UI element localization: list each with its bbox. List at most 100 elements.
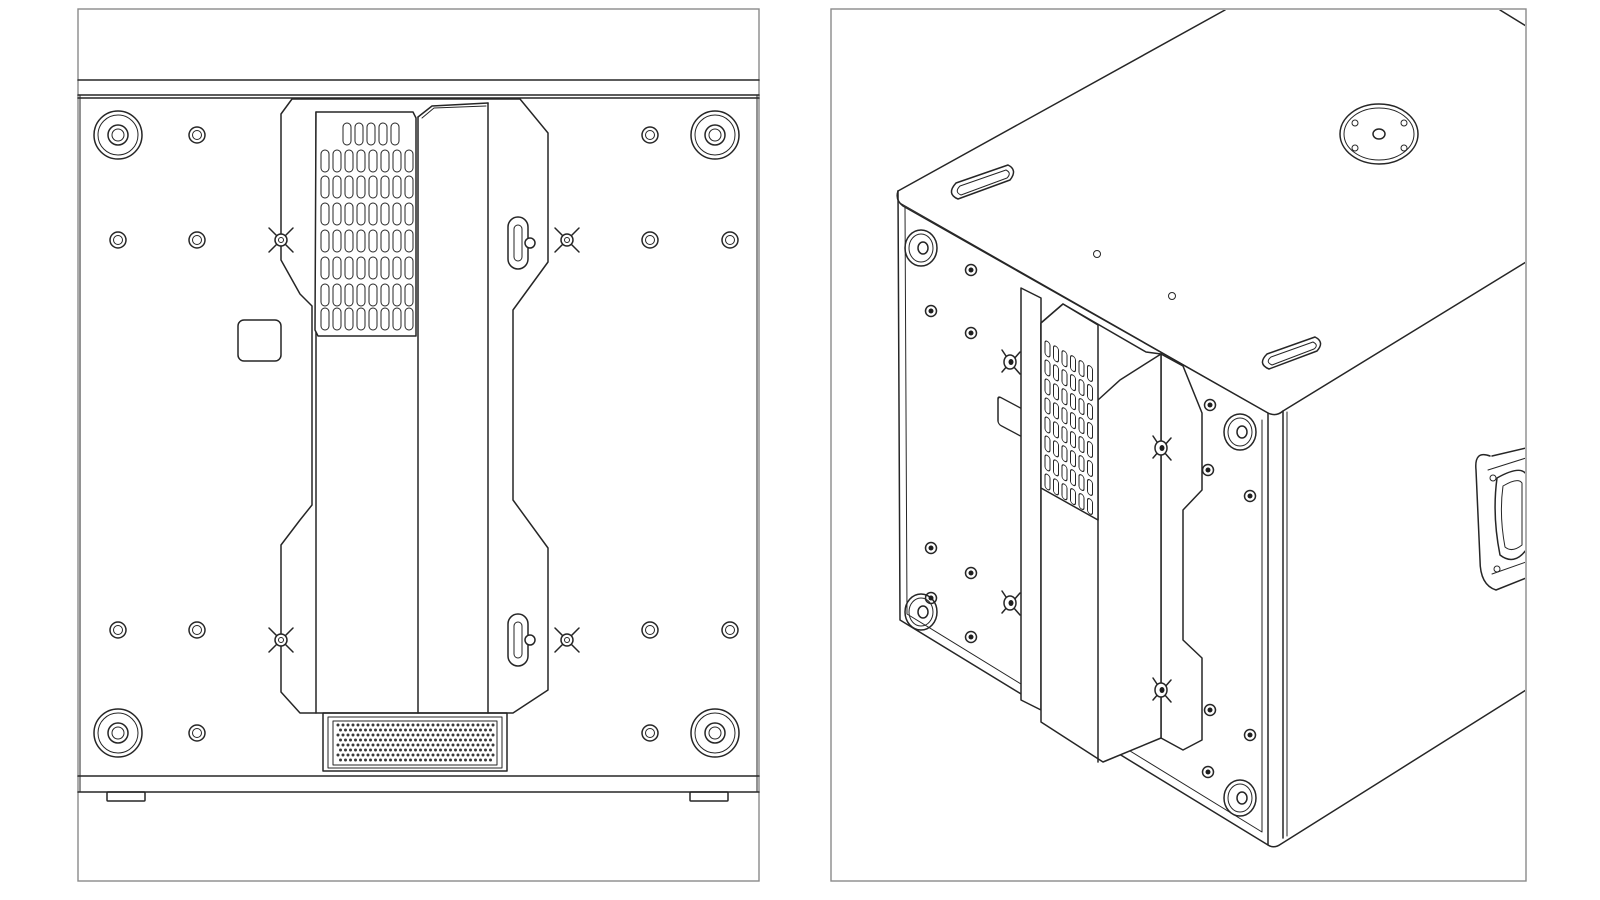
screw bbox=[1201, 765, 1215, 779]
vent-slot bbox=[1087, 421, 1093, 439]
top-handle-left bbox=[950, 164, 1015, 200]
screw bbox=[1203, 703, 1217, 717]
vent-slot bbox=[1070, 469, 1076, 487]
vent-slot bbox=[1078, 455, 1085, 473]
vent-slot bbox=[1044, 397, 1051, 415]
vent-slot bbox=[320, 283, 330, 307]
rear-cabinet-body bbox=[77, 79, 760, 802]
vent-slot bbox=[1087, 383, 1093, 401]
vent-slot bbox=[380, 256, 390, 280]
isometric-view-panel bbox=[830, 8, 1527, 882]
screw bbox=[721, 621, 739, 639]
vent-slot bbox=[356, 149, 366, 173]
vent-slot bbox=[1078, 436, 1085, 454]
panel-screws bbox=[924, 263, 1257, 779]
vent-slot bbox=[1078, 360, 1085, 378]
screw bbox=[1243, 728, 1257, 742]
vent-slot bbox=[344, 283, 354, 307]
vent-slot bbox=[1053, 383, 1059, 401]
vent-slot bbox=[1061, 369, 1068, 387]
vent-slot bbox=[368, 256, 378, 280]
vent-slot bbox=[1061, 483, 1068, 501]
mesh-grille bbox=[322, 712, 508, 772]
wing-nut-icon bbox=[1152, 435, 1172, 461]
vent-slot bbox=[354, 122, 364, 146]
vent-slot bbox=[1087, 478, 1093, 496]
screw bbox=[641, 126, 659, 144]
vent-slot bbox=[392, 229, 402, 253]
wing-nut-icon bbox=[1001, 349, 1172, 703]
screw bbox=[924, 304, 938, 318]
screw bbox=[188, 231, 206, 249]
bracket-knob bbox=[507, 613, 536, 667]
vent-slot bbox=[404, 307, 414, 331]
vent-slot bbox=[344, 307, 354, 331]
rubber-bumper bbox=[690, 708, 740, 758]
vent-slot bbox=[1061, 445, 1068, 463]
vent-slot bbox=[368, 202, 378, 226]
screw bbox=[109, 231, 127, 249]
rear-view-panel bbox=[77, 8, 760, 882]
vent-slot bbox=[1070, 488, 1076, 506]
panel-screws bbox=[109, 126, 739, 742]
vent-slot bbox=[1044, 435, 1051, 453]
vent-slot bbox=[332, 175, 342, 199]
vent-slot bbox=[1061, 464, 1068, 482]
vent-slot bbox=[368, 175, 378, 199]
mounting-bracket bbox=[1020, 287, 1203, 763]
vent-slot bbox=[392, 202, 402, 226]
wing-nut-icon bbox=[554, 227, 580, 253]
wing-nut-icon bbox=[268, 216, 580, 667]
vent-slot bbox=[404, 202, 414, 226]
vent-slot bbox=[380, 202, 390, 226]
screw bbox=[641, 231, 659, 249]
wing-nut-icon bbox=[1001, 349, 1021, 375]
rubber-bumper bbox=[93, 708, 143, 758]
pole-mount-socket bbox=[1339, 103, 1419, 165]
rubber-bumper bbox=[1223, 779, 1257, 817]
rubber-bumper bbox=[690, 110, 740, 160]
vent-slot bbox=[380, 307, 390, 331]
screw bbox=[964, 566, 978, 580]
vent-slot bbox=[1078, 474, 1085, 492]
vent-slot bbox=[1070, 450, 1076, 468]
screw bbox=[964, 326, 978, 340]
vent-slot bbox=[404, 229, 414, 253]
vent-slot bbox=[1044, 359, 1051, 377]
vent-slot bbox=[380, 149, 390, 173]
vent-slot bbox=[368, 307, 378, 331]
vent-slot bbox=[356, 175, 366, 199]
vent-slot bbox=[332, 229, 342, 253]
vent-slot bbox=[368, 229, 378, 253]
foot-left bbox=[106, 791, 146, 802]
screw bbox=[924, 541, 938, 555]
bracket-knob bbox=[507, 216, 536, 270]
vent-slot bbox=[1070, 374, 1076, 392]
vent-slot bbox=[1087, 497, 1093, 515]
vent-slot bbox=[1061, 407, 1068, 425]
handle-icon bbox=[1487, 457, 1525, 575]
vent-slot bbox=[320, 202, 330, 226]
vent-slot bbox=[320, 307, 330, 331]
vent-slot bbox=[356, 202, 366, 226]
corner-bumpers bbox=[93, 110, 740, 758]
vent-slot bbox=[404, 283, 414, 307]
wing-nut-icon bbox=[1152, 677, 1172, 703]
vent-slot bbox=[356, 256, 366, 280]
vent-slot bbox=[332, 256, 342, 280]
vent-slot bbox=[1053, 364, 1059, 382]
vent-slot bbox=[392, 175, 402, 199]
vent-slot bbox=[1070, 412, 1076, 430]
vent-slot bbox=[342, 122, 352, 146]
top-handle-right bbox=[1261, 336, 1322, 370]
screw bbox=[721, 231, 739, 249]
screw bbox=[641, 621, 659, 639]
vent-slot bbox=[1044, 378, 1051, 396]
vent-slot bbox=[1061, 350, 1068, 368]
vent-slot bbox=[404, 256, 414, 280]
screw bbox=[188, 724, 206, 742]
vent-slot bbox=[390, 122, 400, 146]
vent-slot bbox=[1053, 402, 1059, 420]
